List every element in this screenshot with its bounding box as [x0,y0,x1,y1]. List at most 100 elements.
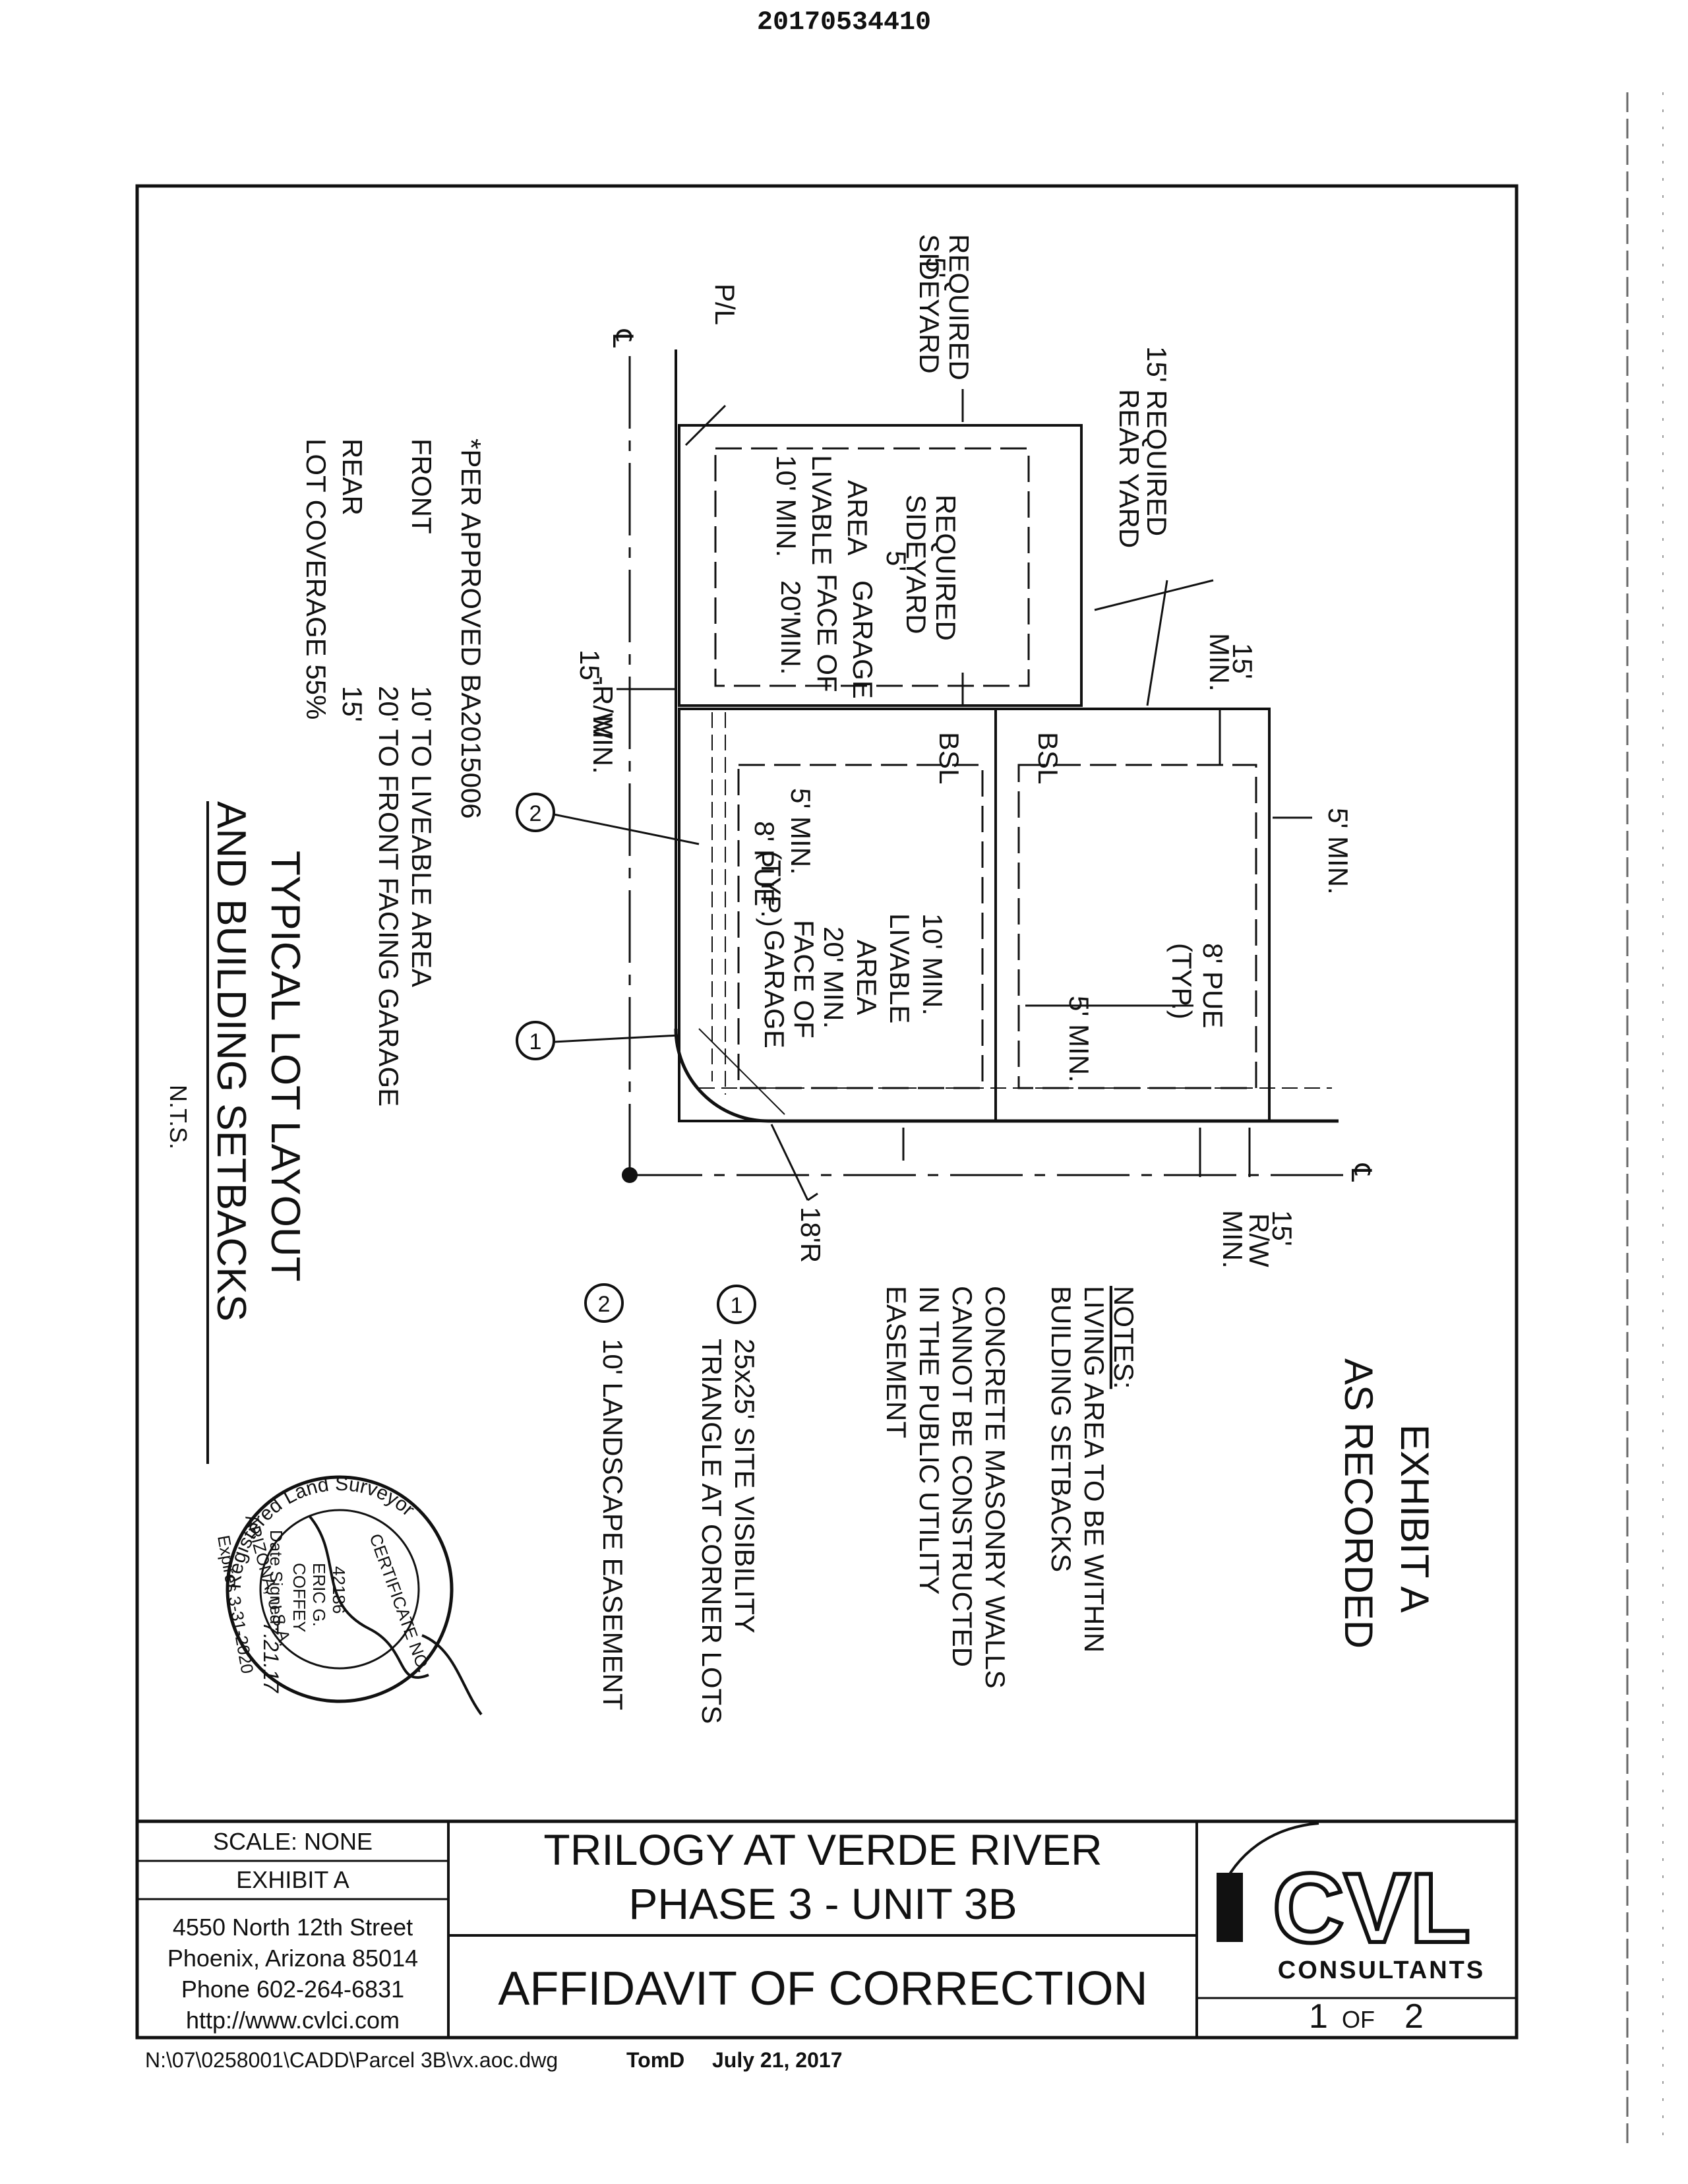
title-block [137,1819,1517,2038]
tb-phone: Phone 602-264-6831 [181,1976,404,2003]
exhibit-label: EXHIBIT A AS RECORDED [1337,1358,1437,1649]
lot-upper [678,424,1083,707]
setbacks-header: *PER APPROVED BA2015006 [456,439,487,819]
label-pue-a1: 8' PUE [749,821,780,906]
note2-line1: CONCRETE MASONRY WALLS [980,1286,1011,1689]
callout-circle-2 [516,793,555,832]
note2-line4: EASEMENT [881,1286,912,1438]
label-radius: 18'R [795,1207,826,1263]
label-top-min: MIN. [1204,633,1235,692]
note2-line3: IN THE PUBLIC UTILITY [914,1286,945,1594]
setbacks-rear-label: REAR [337,439,368,516]
sheet-total: 2 [1404,1997,1424,2036]
setbacks-front-line2: 20' TO FRONT FACING GARAGE [373,686,404,1107]
tb-project2: PHASE 3 - UNIT 3B [628,1879,1017,1928]
drawing-title-line1: TYPICAL LOT LAYOUT [262,851,308,1281]
label-5min-c: 5' MIN. [1064,996,1095,1083]
seal-name1: ERIC G. [309,1563,329,1627]
sheet-of: OF [1342,2006,1375,2033]
label-rw-bottom: R/W [1244,1213,1275,1267]
note1-line2: BUILDING SETBACKS [1046,1286,1077,1572]
label-lot1-20min: 20' MIN. [818,926,849,1029]
label-gar-20min: 20'MIN. [775,580,806,675]
exhibit-line2: AS RECORDED [1337,1358,1381,1649]
setbacks-rear-value: 15' [337,686,368,722]
sight-triangle [698,1028,785,1115]
label-side-sideyard-b: SIDEYARD [901,495,932,634]
tb-website: http://www.cvlci.com [186,2007,400,2034]
label-pl: P/L [709,284,740,325]
lot-lower-right-setback [1017,764,1257,1089]
tb-scale: SCALE: NONE [213,1828,373,1855]
label-5min-b: 5' MIN. [1323,808,1354,895]
seal-date-label: Date Signed [266,1530,286,1624]
legend1-line1: 25x25' SITE VISIBILITY [729,1339,760,1633]
label-pue-b2: (TYP.) [1166,943,1197,1019]
label-side-required-a: REQUIRED [944,234,975,380]
label-rw-min-left: MIN. [588,715,618,774]
label-rear-15: 15' REQUIRED [1141,346,1172,536]
callout-circle-1 [516,1021,555,1060]
footer-author: TomD [626,2048,684,2072]
callout-1-label: 1 [529,1029,542,1054]
cvl-logo: CVL CONSULTANTS [1217,1822,1485,1984]
seal-name2: COFFEY [289,1563,309,1632]
recording-number: 20170534410 [757,8,931,38]
drawing-nts: N.T.S. [165,1085,192,1149]
exhibit-line1: EXHIBIT A [1393,1424,1437,1613]
seal-cert: CERTIFICATE NO. [365,1531,434,1675]
tb-exhibit: EXHIBIT A [236,1866,349,1893]
drawing-title-line2: AND BUILDING SETBACKS [208,801,254,1321]
surveyor-seal: Registered Land Surveyor CERTIFICATE NO.… [214,1473,483,1716]
notes-heading: NOTES: [1108,1286,1139,1389]
footer-date: July 21, 2017 [712,2048,842,2072]
setbacks-front-label: FRONT [406,439,437,534]
label-side-5-b: 5' [881,551,912,571]
legend-circle-1 [717,1285,756,1324]
tb-project1: TRILOGY AT VERDE RIVER [543,1825,1102,1874]
title-block-text: SCALE: NONE EXHIBIT A 4550 North 12th St… [167,1825,1148,2034]
file-footer: N:\07\0258001\CADD\Parcel 3B\vx.aoc.dwg … [145,2048,842,2072]
legend-1-num: 1 [731,1293,743,1318]
setbacks-front-line1: 10' TO LIVEABLE AREA [406,686,437,987]
logo-text: CVL [1273,1852,1470,1963]
notes: NOTES: LIVING AREA TO BE WITHIN BUILDING… [597,1286,1139,1724]
legend2-line1: 10' LANDSCAPE EASEMENT [597,1339,628,1711]
label-rear-yard: REAR YARD [1114,389,1145,548]
label-side-sideyard-a: SIDEYARD [914,234,945,374]
label-liv-livable: LIVABLE [806,455,837,565]
note1-line1: LIVING AREA TO BE WITHIN [1079,1286,1110,1653]
drawing-title: TYPICAL LOT LAYOUT AND BUILDING SETBACKS… [165,801,308,1464]
lot-lower-right [994,708,1271,1122]
label-lot1-livable: LIVABLE [884,913,915,1023]
label-cl-bottom: ℄ [1346,1163,1377,1182]
sheet-number: 1 OF 2 [1309,1997,1424,2036]
label-lot1-face: FACE OF [789,920,820,1039]
setbacks-table: *PER APPROVED BA2015006 FRONT 10' TO LIV… [301,439,487,1107]
label-rw-left: -R/W [588,676,618,739]
label-cl-left: ℄ [607,329,638,348]
label-rw-min-bottom: MIN. [1217,1210,1248,1269]
label-liv-10min: 10' MIN. [771,455,802,557]
label-liv-area: AREA [842,480,873,555]
lot-layout-drawing [516,349,1345,1324]
label-bsl-a: BSL [934,732,965,784]
label-pue-a2: (TYP.) [756,851,787,927]
drawing-labels: 5' REQUIRED SIDEYARD 15' REQUIRED REAR Y… [574,234,1377,1269]
label-gar-face: FACE OF [812,574,843,692]
legend-2-num: 2 [598,1292,611,1317]
label-pue-b1: 8' PUE [1197,943,1228,1028]
tb-address2: Phoenix, Arizona 85014 [167,1945,418,1972]
callout-2-label: 2 [529,801,542,826]
logo-consultants: CONSULTANTS [1278,1957,1485,1984]
label-gar-garage: GARAGE [847,580,878,699]
label-bsl-b: BSL [1033,732,1064,784]
note2-line2: CANNOT BE CONSTRUCTED [947,1286,978,1667]
footer-path: N:\07\0258001\CADD\Parcel 3B\vx.aoc.dwg [145,2048,558,2072]
legend1-line2: TRIANGLE AT CORNER LOTS [696,1339,727,1724]
label-lot1-area: AREA [851,940,882,1015]
setbacks-coverage: LOT COVERAGE 55% [301,439,332,719]
tb-address1: 4550 North 12th Street [173,1914,413,1941]
label-lot1-10min: 10' MIN. [917,913,948,1016]
label-rw-15-bottom: 15' [1267,1210,1298,1246]
